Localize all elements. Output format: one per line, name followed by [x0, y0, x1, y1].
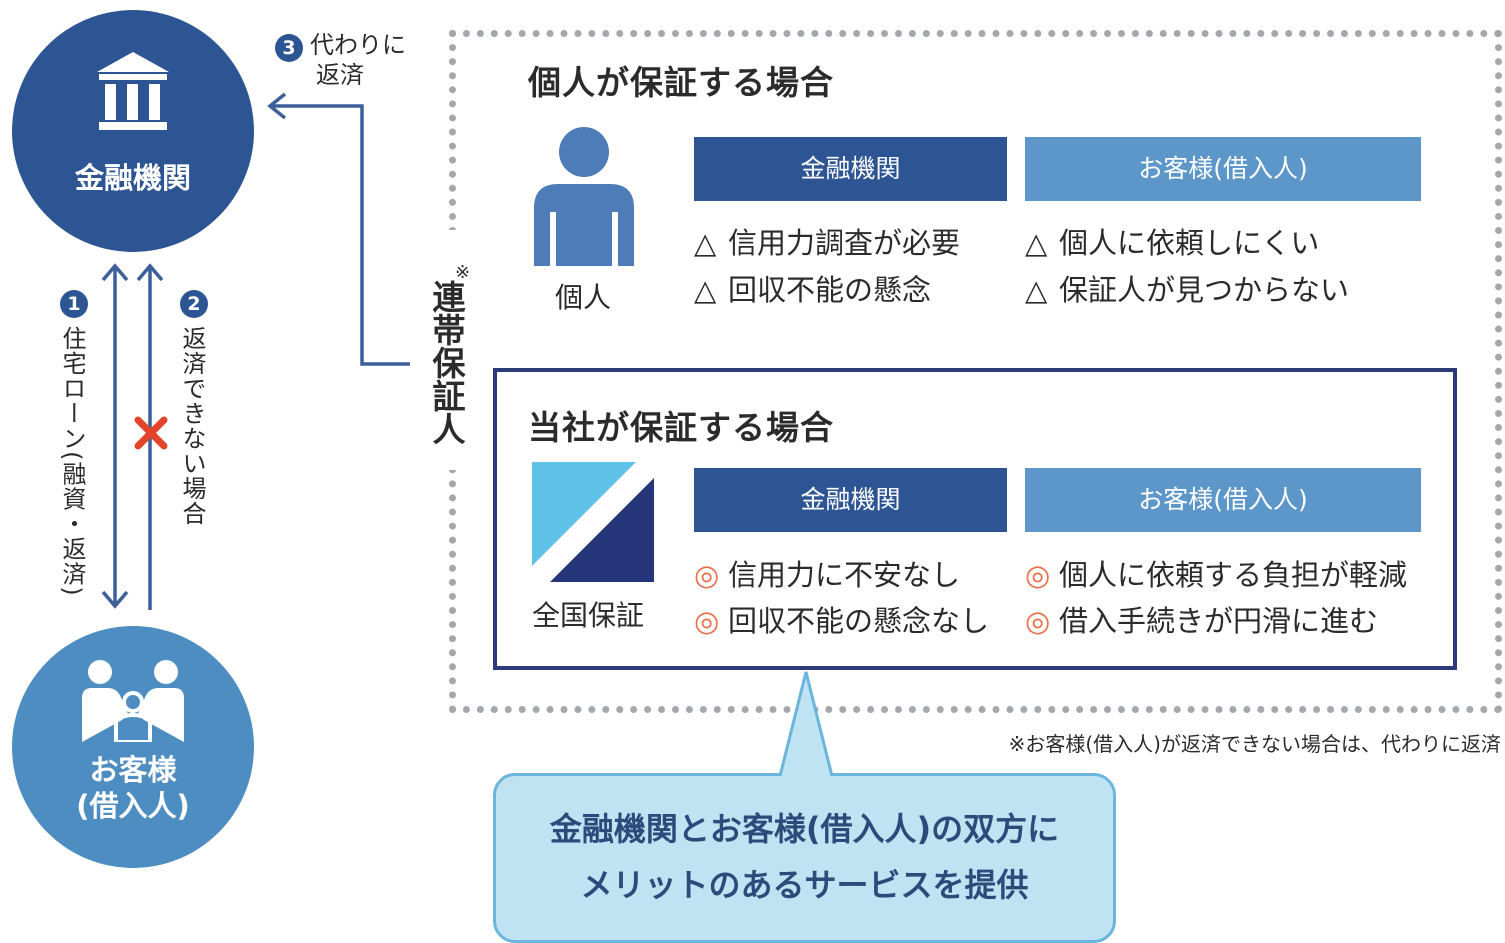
individual-col-customer: お客様(借入人)	[1025, 137, 1421, 201]
double-circle-icon: ◎	[694, 558, 720, 592]
step-3-text-line2: 返済	[316, 61, 364, 89]
bubble-line-1: 金融機関とお客様(借入人)の双方に	[549, 810, 1060, 848]
step-3-badge: 3	[275, 34, 303, 62]
benefit-bubble: 金融機関とお客様(借入人)の双方に メリットのあるサービスを提供	[493, 773, 1116, 943]
bubble-pointer	[778, 671, 834, 777]
individual-bank-item-2: △ 回収不能の懸念	[694, 267, 931, 309]
company-customer-item-1: ◎個人に依頼する負担が軽減	[1025, 552, 1407, 594]
company-customer-item-2: ◎借入手続きが円滑に進む	[1025, 598, 1378, 640]
step-2-text: 返済できない場合	[178, 326, 206, 526]
triangle-icon: △	[1025, 273, 1048, 307]
individual-customer-item-2: △ 保証人が見つからない	[1025, 267, 1349, 309]
bank-building-icon	[97, 52, 169, 130]
company-title: 当社が保証する場合	[528, 408, 834, 447]
footnote: ※お客様(借入人)が返済できない場合は、代わりに返済	[1008, 732, 1501, 756]
company-bank-item-2: ◎回収不能の懸念なし	[694, 598, 989, 640]
company-logo-label: 全国保証	[532, 599, 645, 632]
triangle-icon: △	[694, 273, 717, 307]
step-1-text: 住宅ローン(融資・返済)	[58, 326, 86, 597]
zenkoku-hosho-logo-icon	[532, 462, 654, 582]
customer-label: お客様	[89, 753, 177, 787]
bubble-line-2: メリットのあるサービスを提供	[580, 866, 1029, 904]
customer-circle: お客様 (借入人)	[12, 626, 254, 868]
individual-bank-item-2-text: 回収不能の懸念	[728, 273, 932, 307]
company-bank-item-1-text: 信用力に不安なし	[728, 558, 961, 592]
individual-customer-item-1-text: 個人に依頼しにくい	[1059, 226, 1320, 260]
individual-customer-item-1: △ 個人に依頼しにくい	[1025, 220, 1319, 262]
double-circle-icon: ◎	[1025, 604, 1051, 638]
double-circle-icon: ◎	[694, 604, 720, 638]
cross-mark-icon	[134, 416, 168, 450]
substitute-repay-arrow	[267, 92, 410, 366]
individual-title: 個人が保証する場合	[528, 63, 834, 102]
joint-guarantor-label: 連帯保証人	[427, 280, 466, 445]
company-customer-item-2-text: 借入手続きが円滑に進む	[1059, 604, 1379, 638]
individual-bank-item-1: △ 信用力調査が必要	[694, 220, 960, 262]
person-label: 個人	[555, 281, 612, 314]
individual-bank-item-1-text: 信用力調査が必要	[728, 226, 961, 260]
customer-sublabel: (借入人)	[76, 789, 190, 823]
family-icon	[82, 660, 184, 742]
company-customer-item-1-text: 個人に依頼する負担が軽減	[1059, 558, 1408, 592]
step-1-badge: 1	[60, 290, 88, 318]
bank-circle: 金融機関	[12, 10, 254, 252]
company-col-bank: 金融機関	[694, 468, 1007, 532]
joint-guarantor-asterisk: ※	[455, 262, 471, 283]
flow-arrows	[101, 92, 410, 610]
bank-label: 金融機関	[74, 161, 191, 195]
loan-double-arrow	[101, 263, 129, 609]
individual-customer-item-2-text: 保証人が見つからない	[1059, 273, 1350, 307]
step-3-text: 代わりに 返済	[310, 30, 406, 90]
company-col-customer: お客様(借入人)	[1025, 468, 1421, 532]
joint-guarantor-bg	[410, 230, 486, 470]
step-3-text-line1: 代わりに	[310, 31, 406, 59]
triangle-icon: △	[694, 226, 717, 260]
double-circle-icon: ◎	[1025, 558, 1051, 592]
triangle-icon: △	[1025, 226, 1048, 260]
step-2-badge: 2	[180, 290, 208, 318]
person-icon	[534, 127, 634, 266]
repay-arrow	[136, 263, 164, 610]
individual-col-bank: 金融機関	[694, 137, 1007, 201]
company-bank-item-2-text: 回収不能の懸念なし	[728, 604, 990, 638]
company-bank-item-1: ◎信用力に不安なし	[694, 552, 960, 594]
